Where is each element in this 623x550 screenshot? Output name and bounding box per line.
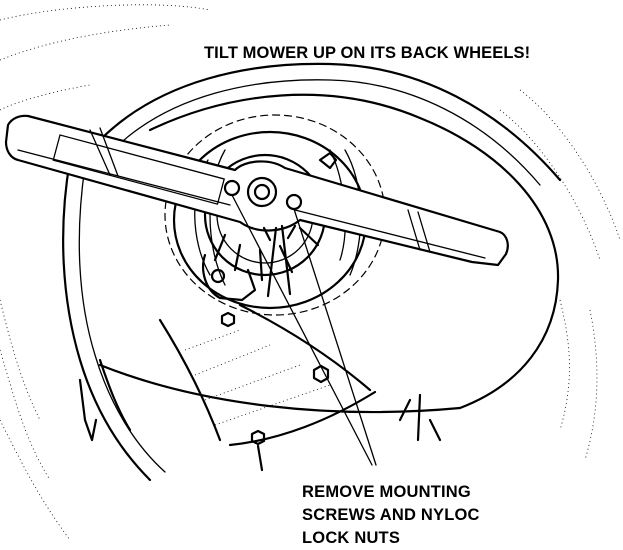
lug-hole xyxy=(210,268,226,284)
housing-stud-right xyxy=(318,151,338,170)
deck-lip-arc xyxy=(112,79,541,186)
center-bolt-outer xyxy=(246,176,278,208)
support-cone-bottom xyxy=(228,390,377,447)
blade-right-bevel xyxy=(407,209,431,253)
nut-middle xyxy=(312,364,330,384)
deck-left-wall xyxy=(62,158,152,482)
remove-callout-line-1: REMOVE MOUNTING xyxy=(302,483,471,501)
blade-left-bevel xyxy=(89,127,119,177)
cone-shading xyxy=(184,329,331,426)
deck-left-inner-wall xyxy=(78,165,166,473)
support-cone-right xyxy=(238,303,372,392)
mounting-screw-left xyxy=(223,179,241,197)
support-cone-left xyxy=(158,318,222,442)
deck-ring-lower xyxy=(98,363,462,414)
deck-ring xyxy=(148,93,560,410)
flange-detail xyxy=(194,149,362,286)
skirt-right xyxy=(398,393,442,442)
deck-outer-shading xyxy=(0,4,621,541)
mounting-screw-right xyxy=(285,193,303,211)
stud-lower xyxy=(256,444,264,472)
left-support-lug xyxy=(202,253,257,302)
deck-outer-arc xyxy=(98,62,562,182)
blade-left-slot xyxy=(52,134,226,205)
leader-line-right xyxy=(293,208,377,466)
center-bolt-inner xyxy=(253,183,271,201)
tilt-instruction-callout: TILT MOWER UP ON ITS BACK WHEELS! xyxy=(204,44,531,62)
nut-lower xyxy=(250,429,266,446)
remove-callout-line-3: LOCK NUTS xyxy=(302,529,401,547)
remove-callout-line-2: SCREWS AND NYLOC xyxy=(302,506,480,524)
nut-upper xyxy=(220,311,236,328)
skirt-left xyxy=(78,358,132,442)
screw-arrows xyxy=(262,224,297,298)
leader-line-left xyxy=(231,194,373,466)
remove-screws-callout: REMOVE MOUNTING SCREWS AND NYLOC LOCK NU… xyxy=(302,481,480,550)
